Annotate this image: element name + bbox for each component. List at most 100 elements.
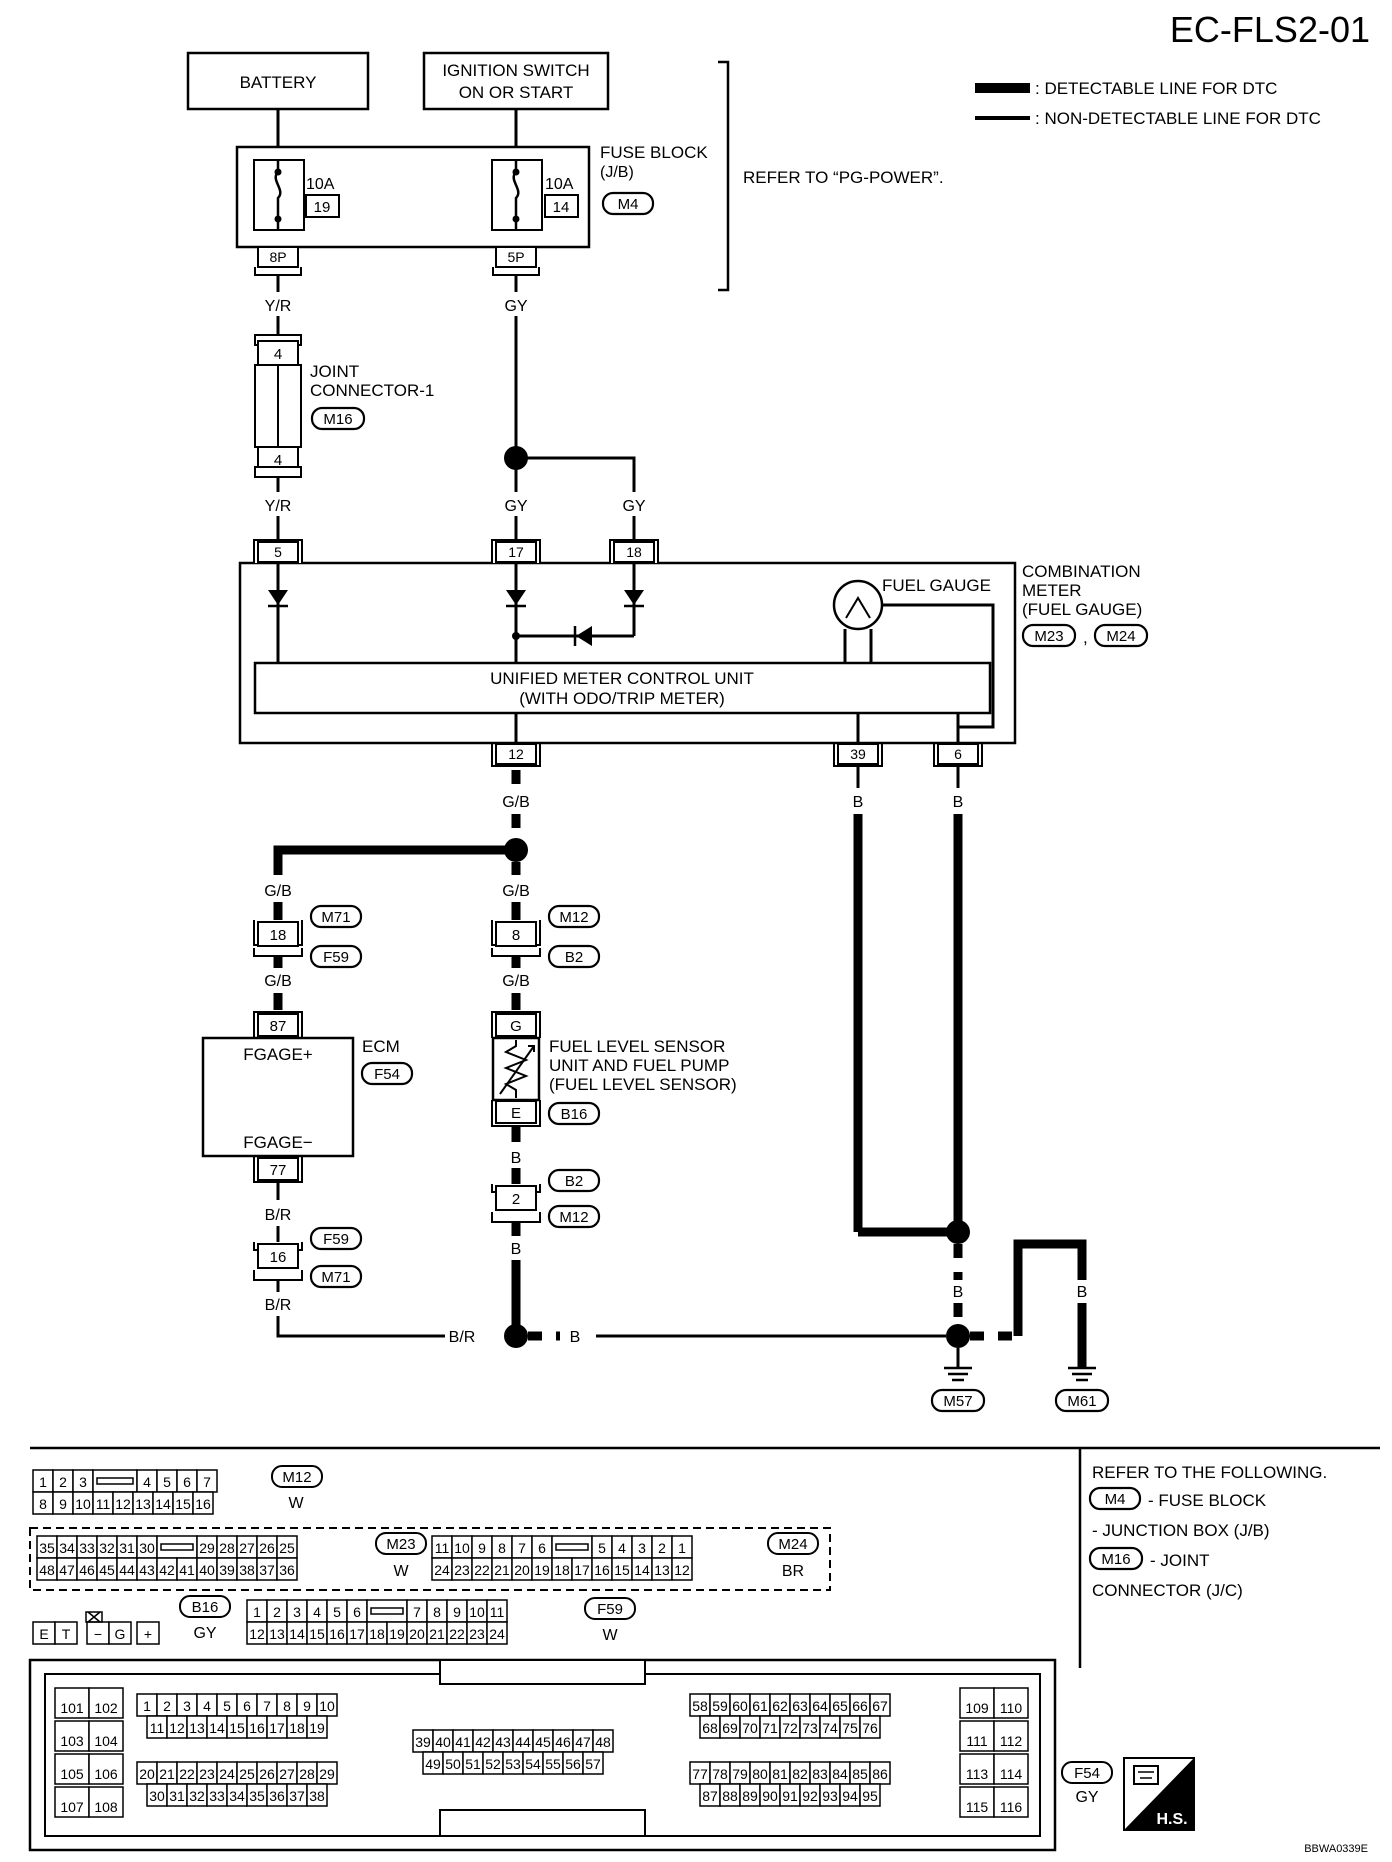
svg-text:19: 19 — [309, 1720, 325, 1736]
svg-text:72: 72 — [782, 1720, 798, 1736]
f54-r8-95: 95 — [859, 1783, 881, 1807]
svg-text:9: 9 — [303, 1698, 311, 1714]
svg-text:26: 26 — [259, 1766, 275, 1782]
svg-text:92: 92 — [802, 1788, 818, 1804]
b16-pin-1: T — [54, 1621, 78, 1645]
f54-r1-3: 3 — [176, 1693, 198, 1717]
f54-r5-60: 60 — [729, 1693, 751, 1717]
f54-r7-79: 79 — [729, 1761, 751, 1785]
svg-text:82: 82 — [792, 1766, 808, 1782]
svg-text:112: 112 — [1000, 1733, 1023, 1749]
m24-top-8: 8 — [491, 1535, 513, 1559]
svg-text:1: 1 — [253, 1604, 261, 1620]
svg-text:15: 15 — [309, 1626, 325, 1642]
svg-text:10: 10 — [75, 1496, 91, 1512]
svg-text:M12: M12 — [282, 1469, 311, 1486]
f54-mt-39: 39 — [412, 1729, 434, 1753]
m23-top-30: 30 — [136, 1535, 158, 1559]
svg-text:20: 20 — [409, 1626, 425, 1642]
svg-text:46: 46 — [555, 1734, 571, 1750]
f54-mt-46: 46 — [552, 1729, 574, 1753]
svg-text:74: 74 — [822, 1720, 838, 1736]
fuse2-amp: 10A — [545, 176, 574, 193]
m12-bottom-10: 10 — [72, 1491, 94, 1515]
svg-text:67: 67 — [872, 1698, 888, 1714]
m12-top-3: 3 — [72, 1469, 94, 1493]
svg-text:17: 17 — [269, 1720, 285, 1736]
f54-r4-33: 33 — [206, 1783, 228, 1807]
page-code: EC-FLS2-01 — [1170, 9, 1370, 50]
m23-bottom-47: 47 — [56, 1557, 78, 1581]
svg-text:103: 103 — [60, 1733, 84, 1749]
wire-b-7: B — [1013, 1284, 1024, 1301]
svg-text:9: 9 — [478, 1540, 486, 1556]
svg-text:94: 94 — [842, 1788, 858, 1804]
svg-text:39: 39 — [219, 1562, 235, 1578]
ground-m61 — [1054, 1366, 1110, 1413]
m12-bottom-14: 14 — [152, 1491, 174, 1515]
svg-text:109: 109 — [965, 1700, 989, 1716]
f54-mb-55: 55 — [542, 1751, 564, 1775]
sensor-pin-e: E — [511, 1105, 521, 1122]
f59-bottom-14: 14 — [286, 1621, 308, 1645]
f54-r5-64: 64 — [809, 1693, 831, 1717]
svg-text:11: 11 — [150, 1720, 165, 1736]
f59-bottom-12: 12 — [246, 1621, 268, 1645]
f54-pin-104: 104 — [88, 1720, 124, 1752]
svg-text:41: 41 — [455, 1734, 471, 1750]
wire-gb-1: G/B — [502, 794, 530, 811]
wire-br-3: B/R — [449, 1329, 476, 1346]
svg-text:22: 22 — [449, 1626, 465, 1642]
f54-r3-28: 28 — [296, 1761, 318, 1785]
svg-text:10: 10 — [319, 1698, 335, 1714]
f54-r6-76: 76 — [859, 1715, 881, 1739]
svg-text:80: 80 — [752, 1766, 768, 1782]
f54-pin-109: 109 — [959, 1687, 995, 1719]
f54-r1-9: 9 — [296, 1693, 318, 1717]
svg-text:110: 110 — [1000, 1700, 1023, 1716]
b16-pin-0: E — [32, 1621, 56, 1645]
f54-r4-38: 38 — [306, 1783, 328, 1807]
f54-pin-106: 106 — [88, 1753, 124, 1785]
svg-text:37: 37 — [289, 1788, 305, 1804]
svg-text:87: 87 — [702, 1788, 718, 1804]
legend: : DETECTABLE LINE FOR DTC : NON-DETECTAB… — [975, 79, 1321, 128]
f54-r8-93: 93 — [819, 1783, 841, 1807]
svg-text:95: 95 — [862, 1788, 878, 1804]
refer-m4: M4 — [1105, 1491, 1126, 1508]
svg-text:91: 91 — [782, 1788, 798, 1804]
unit-label-2: (WITH ODO/TRIP METER) — [519, 689, 725, 708]
ecm-connector: F54 — [374, 1066, 400, 1083]
sensor-label-2: UNIT AND FUEL PUMP — [549, 1056, 729, 1075]
svg-text:5: 5 — [333, 1604, 341, 1620]
ecm-pin-77: 77 — [270, 1162, 287, 1179]
svg-text:31: 31 — [169, 1788, 185, 1804]
svg-text:32: 32 — [189, 1788, 205, 1804]
svg-text:27: 27 — [239, 1540, 255, 1556]
m24-bottom-16: 16 — [591, 1557, 613, 1581]
svg-text:14: 14 — [289, 1626, 305, 1642]
svg-text:23: 23 — [199, 1766, 215, 1782]
fuse2-number: 14 — [553, 199, 570, 216]
m12-top-7: 7 — [196, 1469, 218, 1493]
m24-top-9: 9 — [471, 1535, 493, 1559]
m23-bottom-41: 41 — [176, 1557, 198, 1581]
svg-text:23: 23 — [454, 1562, 470, 1578]
f54-r4-37: 37 — [286, 1783, 308, 1807]
m24-bottom-15: 15 — [611, 1557, 633, 1581]
wire-gb-5: G/B — [502, 973, 530, 990]
connector-m23-id: M23 — [375, 1532, 427, 1555]
f54-r3-24: 24 — [216, 1761, 238, 1785]
f54-r7-83: 83 — [809, 1761, 831, 1785]
svg-text:81: 81 — [772, 1766, 788, 1782]
svg-text:44: 44 — [515, 1734, 531, 1750]
f54-r5-67: 67 — [869, 1693, 891, 1717]
svg-text:59: 59 — [712, 1698, 728, 1714]
svg-text:1: 1 — [678, 1540, 686, 1556]
svg-text:F59: F59 — [597, 1601, 623, 1618]
m23-top-28: 28 — [216, 1535, 238, 1559]
m23-bottom-38: 38 — [236, 1557, 258, 1581]
svg-text:7: 7 — [518, 1540, 526, 1556]
m24-top-2: 2 — [651, 1535, 673, 1559]
f54-r7-80: 80 — [749, 1761, 771, 1785]
